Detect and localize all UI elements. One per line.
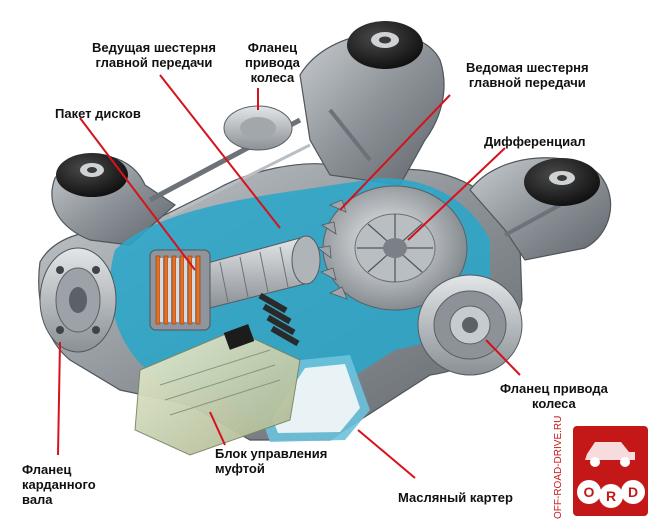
site-watermark: OFF-ROAD-DRIVE.RU O R D	[553, 416, 650, 521]
clutch-control-unit	[134, 292, 301, 456]
top-wheel-flange	[223, 105, 293, 151]
label-wheel-flange-right: Фланец привода колеса	[500, 381, 608, 411]
leader-differential	[407, 147, 506, 241]
driveshaft-flange	[39, 247, 117, 353]
leader-control-unit	[209, 411, 226, 446]
leader-driveshaft-flange	[57, 341, 61, 456]
label-drive-gear: Ведущая шестерня главной передачи	[92, 40, 216, 70]
label-oil-sump: Масляный картер	[398, 490, 513, 505]
leader-wheel-flange-right	[485, 339, 521, 376]
drive-pinion	[199, 235, 321, 309]
leader-oil-sump	[357, 429, 416, 479]
logo-letter-o: O	[584, 484, 595, 500]
label-differential: Дифференциал	[484, 134, 586, 149]
leader-disc-pack	[79, 117, 196, 271]
label-wheel-flange-top: Фланец привода колеса	[245, 40, 300, 85]
leader-driven-gear	[339, 94, 451, 211]
logo-letter-r: R	[606, 488, 616, 504]
leader-lines	[57, 74, 521, 479]
ord-logo: O R D	[573, 426, 648, 516]
disc-pack	[149, 249, 211, 331]
label-driveshaft-flange: Фланец карданного вала	[22, 462, 96, 507]
leader-drive-gear	[159, 74, 281, 229]
logo-letter-d: D	[628, 484, 638, 500]
mount-bushings	[56, 21, 600, 206]
label-disc-pack: Пакет дисков	[55, 106, 141, 121]
label-control-unit: Блок управления муфтой	[215, 446, 328, 476]
label-driven-gear: Ведомая шестерня главной передачи	[466, 60, 589, 90]
